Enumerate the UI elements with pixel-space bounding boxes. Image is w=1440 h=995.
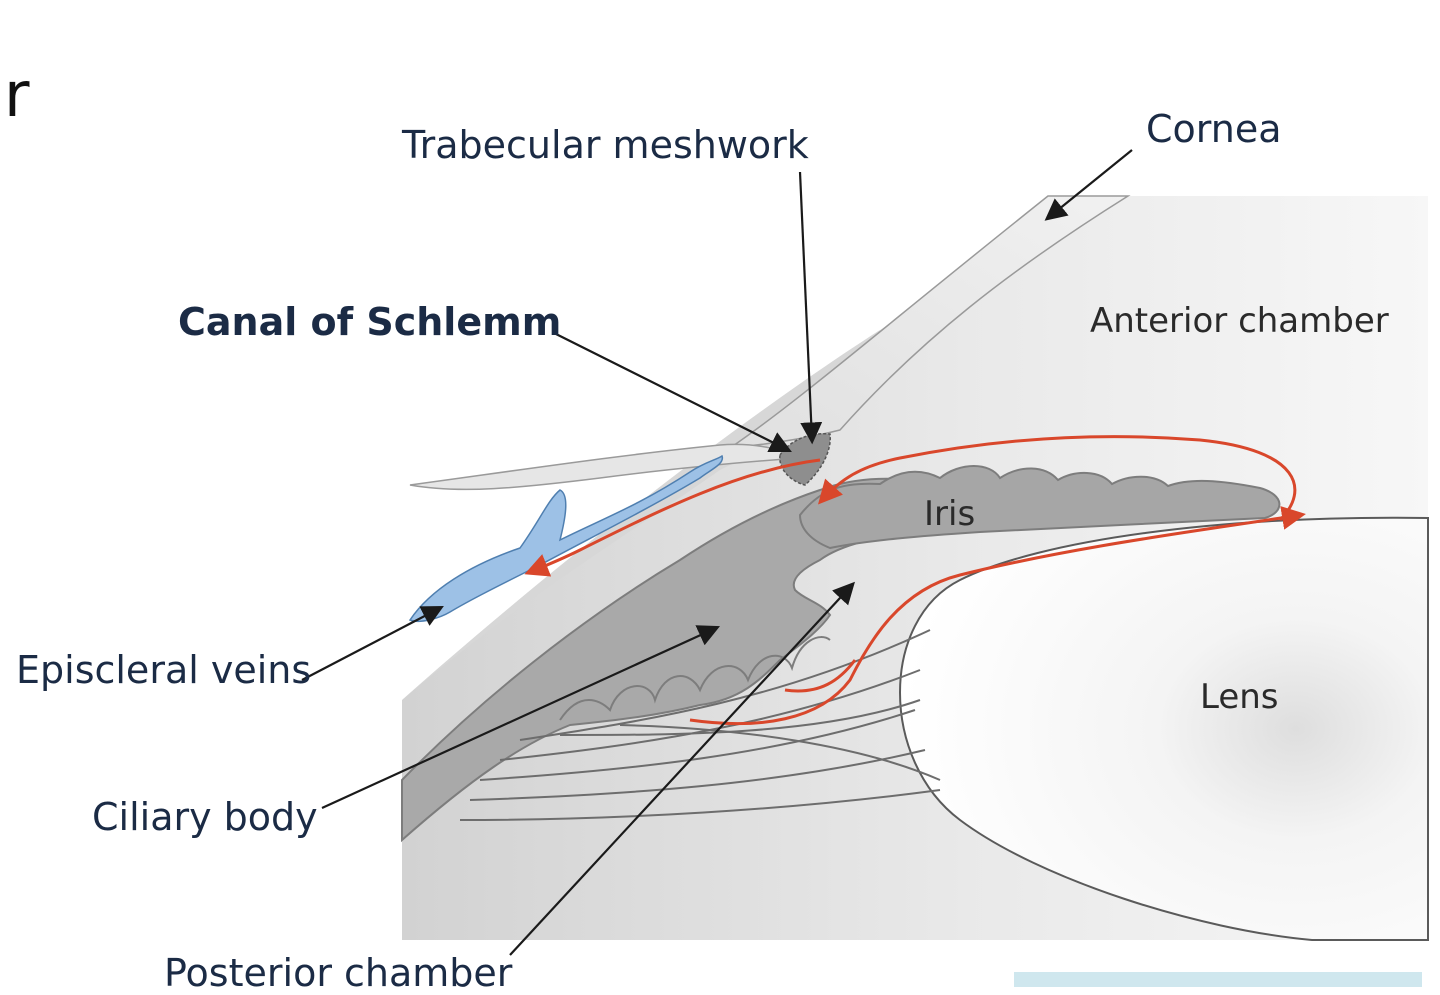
ciliary-processes: [559, 636, 831, 721]
aqueous-flow-anterior: [817, 435, 1297, 522]
ciliary-body-shape: [401, 477, 931, 843]
leader-trabecular: [798, 171, 823, 445]
label-canal-of-schlemm: Canal of Schlemm: [178, 300, 562, 344]
aqueous-flow-paths: [524, 435, 1306, 726]
label-posterior-chamber: Posterior chamber: [164, 951, 513, 995]
aqueous-flow-ciliary: [784, 659, 857, 693]
label-cornea: Cornea: [1146, 107, 1282, 151]
episcleral-veins-shape: [408, 454, 724, 623]
callout-leader-lines: [301, 149, 1133, 956]
lens-shape: [899, 516, 1429, 941]
label-episcleral-veins: Episcleral veins: [16, 648, 312, 692]
bottom-accent-bar: [1014, 972, 1422, 987]
label-trabecular-meshwork: Trabecular meshwork: [402, 123, 809, 167]
zonule-fibers: [459, 629, 941, 821]
aqueous-flow-posterior: [689, 506, 1306, 726]
aqueous-flow-outflow: [524, 458, 821, 577]
label-lens: Lens: [1200, 677, 1279, 717]
sclera-shape: [402, 330, 880, 700]
label-anterior-chamber: Anterior chamber: [1090, 301, 1389, 341]
leader-episcleral: [301, 605, 444, 681]
iris-shape: [798, 465, 1281, 550]
label-iris: Iris: [924, 494, 976, 534]
leader-canal: [555, 333, 792, 452]
header-fragment-char: r: [4, 58, 30, 131]
leader-ciliary: [321, 625, 721, 810]
leader-posterior: [509, 581, 855, 956]
leader-cornea: [1044, 149, 1133, 221]
label-ciliary-body: Ciliary body: [92, 795, 318, 839]
